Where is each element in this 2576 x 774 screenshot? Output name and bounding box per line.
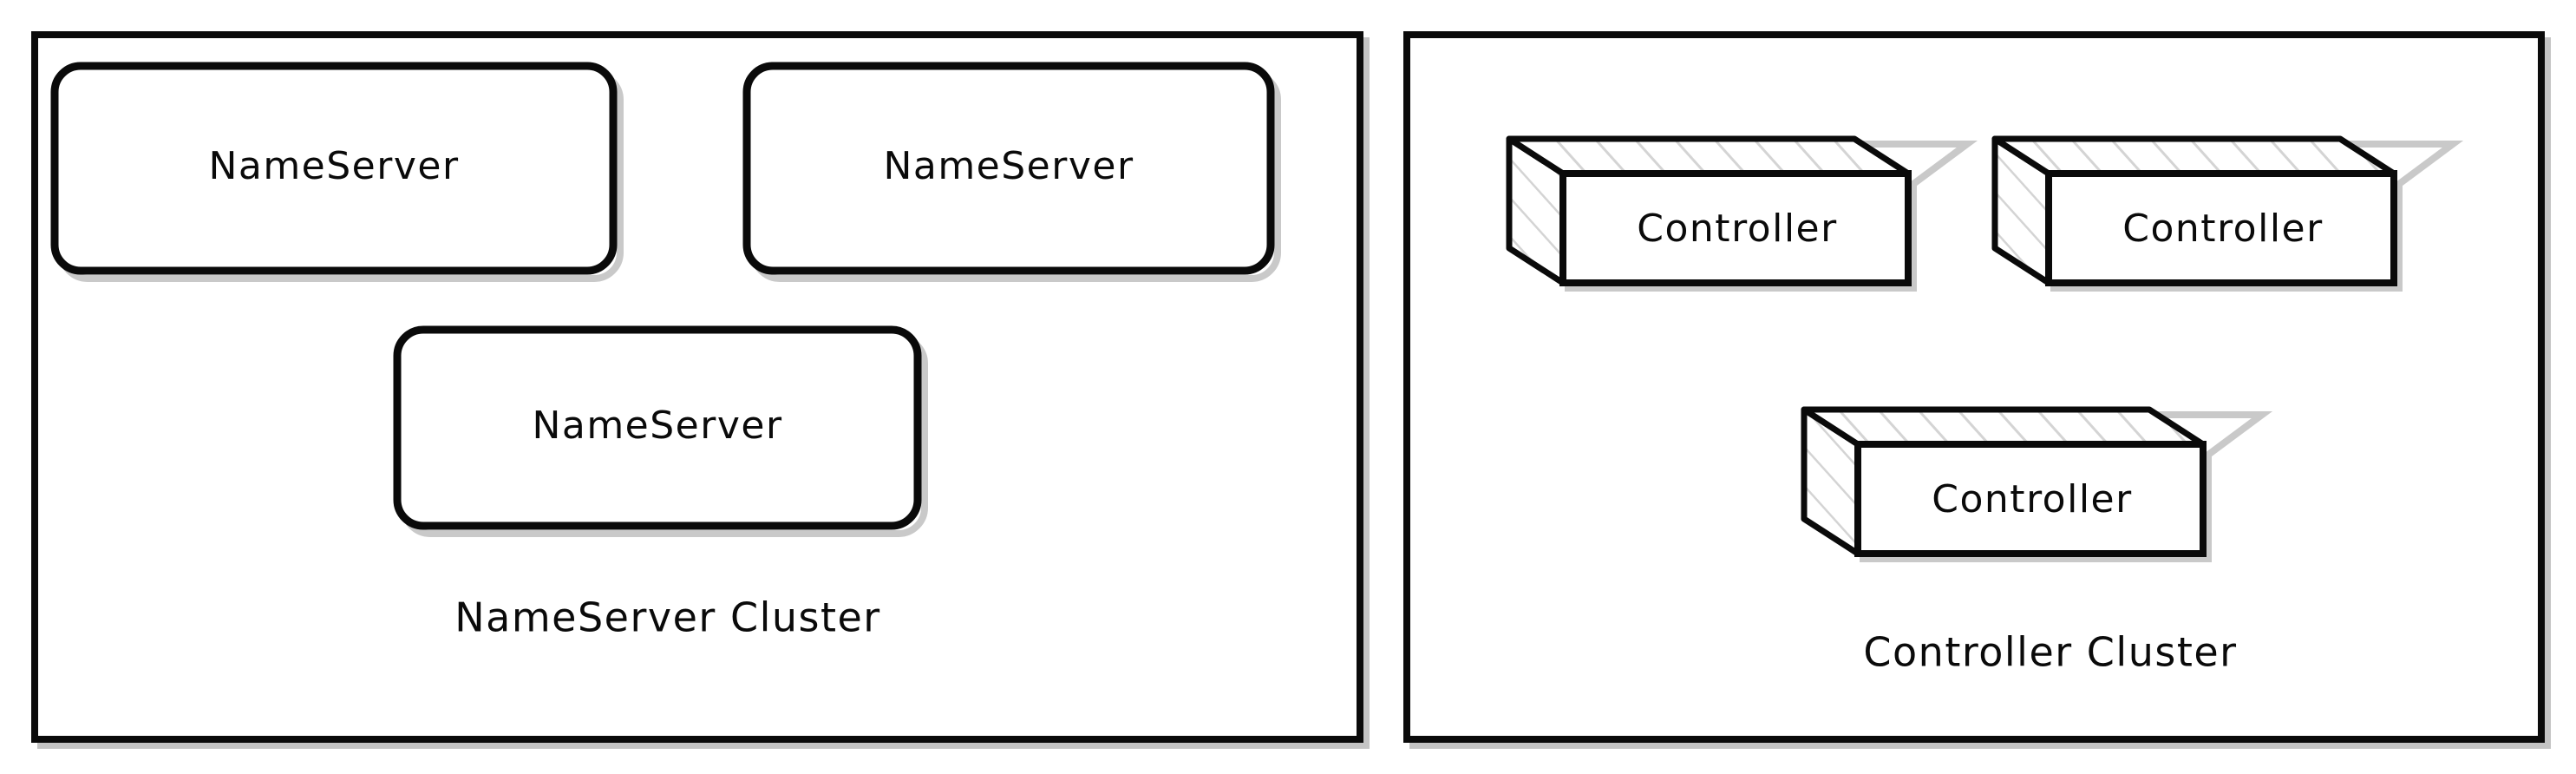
node-top-face: [1801, 406, 2207, 448]
node-nameserver-1[interactable]: NameServer: [50, 62, 624, 282]
node-top-face: [1506, 135, 1912, 177]
node-label: Controller: [1932, 477, 2132, 521]
node-front-face[interactable]: [1854, 441, 2207, 557]
node-top-face: [1991, 135, 2397, 177]
cluster-caption: NameServer Cluster: [454, 594, 880, 641]
node-body[interactable]: [742, 62, 1275, 275]
node-controller-3[interactable]: Controller: [1801, 406, 2273, 562]
node-label: NameServer: [883, 144, 1134, 188]
node-nameserver-2[interactable]: NameServer: [742, 62, 1281, 282]
node-label: Controller: [2122, 207, 2323, 251]
node-body[interactable]: [50, 62, 618, 275]
node-label: NameServer: [532, 403, 782, 448]
node-body[interactable]: [393, 325, 922, 530]
node-front-face[interactable]: [2045, 170, 2397, 286]
cluster-caption: Controller Cluster: [1863, 629, 2237, 676]
node-controller-1[interactable]: Controller: [1506, 135, 1978, 292]
node-label: Controller: [1637, 207, 1837, 251]
node-front-face[interactable]: [1559, 170, 1912, 286]
node-label: NameServer: [208, 144, 459, 188]
node-controller-2[interactable]: Controller: [1991, 135, 2464, 292]
node-nameserver-3[interactable]: NameServer: [393, 325, 928, 537]
